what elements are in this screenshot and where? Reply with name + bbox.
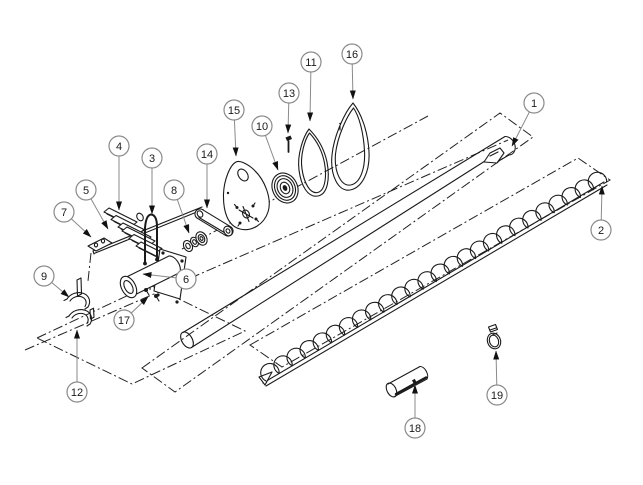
callout-label: 15 (228, 105, 240, 117)
callout-15[interactable]: 15 (223, 99, 245, 121)
part-13-bolt-pin (285, 135, 292, 153)
callout-label: 13 (283, 88, 295, 100)
callout-bubble[interactable] (53, 201, 75, 223)
part-1-tube (180, 135, 516, 349)
callout-label: 11 (305, 57, 316, 69)
callout-label: 3 (149, 153, 155, 165)
callout-bubble[interactable] (523, 92, 545, 114)
callout-bubble[interactable] (486, 384, 508, 406)
part-18-sleeve-tube (385, 365, 429, 398)
callout-bubble[interactable] (163, 179, 185, 201)
part-10-pulley (271, 172, 299, 204)
callout-label: 1 (531, 98, 537, 110)
callout-bubble[interactable] (196, 143, 218, 165)
callout-bubble[interactable] (113, 309, 135, 331)
part-12-bearing-half-lower (65, 307, 95, 327)
callout-bubble[interactable] (33, 265, 55, 287)
callout-label: 4 (116, 141, 122, 153)
callout-19[interactable]: 19 (486, 384, 508, 406)
callout-12[interactable]: 12 (66, 381, 88, 403)
callout-4[interactable]: 4 (108, 135, 130, 157)
callout-14[interactable]: 14 (196, 143, 218, 165)
leader-lines (43, 53, 605, 428)
part-8-washers-bearing (182, 231, 208, 253)
callout-label: 5 (83, 185, 89, 197)
callout-7[interactable]: 7 (53, 201, 75, 223)
callout-bubble[interactable] (590, 219, 612, 241)
callout-bubble[interactable] (141, 147, 163, 169)
callout-6[interactable]: 6 (175, 268, 197, 290)
callout-label: 16 (346, 49, 358, 61)
callout-3[interactable]: 3 (141, 147, 163, 169)
part-16-belt-large (331, 102, 370, 191)
callout-label: 2 (598, 225, 604, 237)
axis-line-main (24, 139, 509, 351)
callout-label: 19 (491, 390, 503, 402)
callout-bubble[interactable] (278, 82, 300, 104)
callout-8[interactable]: 8 (163, 179, 185, 201)
assembly-plane-bearing (35, 284, 247, 385)
part-2-auger (258, 171, 608, 387)
callout-label: 6 (183, 274, 189, 286)
callout-17[interactable]: 17 (113, 309, 135, 331)
callout-1[interactable]: 1 (523, 92, 545, 114)
callout-label: 12 (71, 387, 83, 399)
callout-bubble[interactable] (300, 51, 322, 73)
callout-2[interactable]: 2 (590, 219, 612, 241)
callout-bubble[interactable] (75, 179, 97, 201)
callout-label: 14 (201, 149, 213, 161)
callout-label: 18 (409, 423, 421, 435)
callout-label: 9 (41, 271, 47, 283)
assembly-plane-auger (249, 157, 611, 368)
part-3-u-bolt (143, 213, 159, 266)
callout-label: 10 (256, 121, 268, 133)
part-9-bearing-half-upper (63, 277, 91, 310)
part-15-belt-guard (222, 160, 270, 231)
callout-13[interactable]: 13 (278, 82, 300, 104)
callout-label: 17 (118, 315, 130, 327)
assembly-plane-tube (141, 112, 534, 393)
callout-16[interactable]: 16 (341, 43, 363, 65)
callout-bubble[interactable] (251, 115, 273, 137)
callout-5[interactable]: 5 (75, 179, 97, 201)
callout-bubble[interactable] (341, 43, 363, 65)
callout-bubble[interactable] (66, 381, 88, 403)
part-6-bearing-housing (119, 248, 187, 304)
part-14-idler-arm (194, 208, 234, 237)
callout-bubble[interactable] (108, 135, 130, 157)
part-11-belt-small (298, 128, 329, 197)
part-19-hose-clamp (486, 323, 502, 350)
callout-10[interactable]: 10 (251, 115, 273, 137)
callout-label: 7 (61, 207, 67, 219)
part-7-mount-plate (87, 237, 113, 252)
callout-11[interactable]: 11 (300, 51, 322, 73)
callout-bubble[interactable] (404, 417, 426, 439)
part-17-bolts (144, 288, 160, 302)
callout-9[interactable]: 9 (33, 265, 55, 287)
callout-18[interactable]: 18 (404, 417, 426, 439)
callout-bubble[interactable] (175, 268, 197, 290)
callout-label: 8 (171, 185, 177, 197)
callout-bubble[interactable] (223, 99, 245, 121)
